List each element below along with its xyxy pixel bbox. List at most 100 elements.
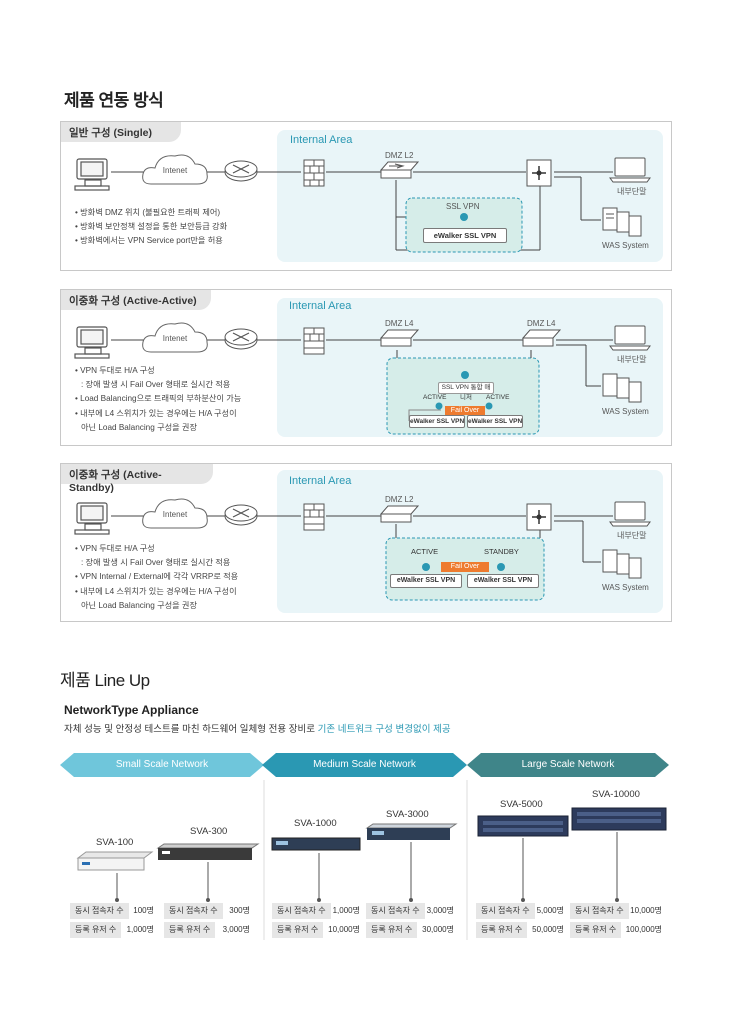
lineup-subtitle: NetworkType Appliance [64, 703, 199, 717]
router-icon [224, 328, 258, 350]
internet-label: Intenet [162, 166, 188, 175]
dmz-label: DMZ L2 [385, 151, 414, 160]
device-sva-1000 [271, 837, 361, 851]
server-icon [602, 549, 642, 579]
model-name: SVA-5000 [500, 799, 543, 810]
internet-label: Intenet [162, 334, 188, 343]
internal-area-title: Internal Area [289, 300, 352, 312]
pc-icon [74, 502, 110, 535]
internal-area-title: Internal Area [290, 134, 353, 146]
bullet-list: • 방화벽 DMZ 위치 (불필요한 트래픽 제어) • 방화벽 보안정책 설정… [75, 206, 227, 249]
model-name: SVA-300 [190, 826, 228, 837]
switch-icon [379, 161, 420, 179]
panel-tab-active-standby: 이중화 구성 (Active-Standby) [61, 464, 213, 494]
panel-active-active: 이중화 구성 (Active-Active) Internal Area [60, 289, 672, 446]
bullet-item: • 방화벽 DMZ 위치 (불필요한 트래픽 제어) [75, 208, 221, 217]
pc-icon [74, 158, 110, 191]
device-sva-300 [156, 843, 260, 860]
laptop-icon [609, 157, 651, 183]
laptop-icon [609, 325, 651, 351]
cloud-icon [142, 498, 208, 529]
terminal-label: 내부단말 [617, 355, 647, 364]
vpn-device: eWalker SSL VPN [390, 574, 462, 588]
bullet-item: • 내부에 L4 스위치가 있는 경우에는 H/A 구성이 [75, 408, 237, 418]
device-sva-100 [76, 851, 154, 871]
device-sva-3000 [365, 823, 458, 840]
panel-tab-single: 일반 구성 (Single) [61, 122, 181, 142]
vpn-device: eWalker SSL VPN [467, 574, 539, 588]
banner-small: Small Scale Network [115, 759, 209, 770]
standby-label: STANDBY [484, 547, 519, 556]
vpn-device: eWalker SSL VPN [409, 415, 465, 428]
server-icon [602, 207, 642, 237]
was-label: WAS System [602, 583, 649, 592]
panel-tab-active-active: 이중화 구성 (Active-Active) [61, 290, 211, 310]
router-icon [224, 160, 258, 182]
bullet-item: : 장애 발생 시 Fail Over 형태로 실시간 적용 [81, 558, 231, 568]
model-name: SVA-10000 [592, 789, 640, 800]
desc-highlight: 기존 네트워크 구성 변경없이 제공 [317, 724, 451, 735]
was-label: WAS System [602, 407, 649, 416]
section-title-lineup: 제품 Line Up [60, 671, 150, 690]
bullet-list: • VPN 두대로 H/A 구성 : 장애 발생 시 Fail Over 형태로… [75, 542, 238, 613]
bullet-item: 아닌 Load Balancing 구성을 권장 [81, 600, 198, 610]
cloud-icon [142, 322, 208, 353]
laptop-icon [609, 501, 651, 527]
active-label: ACTIVE [486, 394, 510, 401]
desc-text: 자체 성능 및 안정성 테스트를 마친 하드웨어 일체형 전용 장비로 [64, 724, 318, 735]
terminal-label: 내부단말 [617, 531, 647, 540]
firewall-icon [303, 327, 325, 355]
vpn-manager: SSL VPN 통합 매니저 [438, 382, 494, 401]
bullet-item: • 방화벽 보안정책 설정을 통한 보안등급 강화 [75, 222, 228, 232]
server-icon [602, 373, 642, 403]
pc-icon [74, 326, 110, 359]
internal-area-title: Internal Area [289, 475, 352, 487]
dmz-label: DMZ L4 [527, 319, 556, 328]
cloud-icon [142, 154, 208, 185]
banner-large: Large Scale Network [521, 759, 615, 770]
banner-medium: Medium Scale Network [313, 759, 416, 770]
dmz-label: DMZ L4 [385, 319, 414, 328]
core-switch-icon [526, 159, 552, 187]
failover-arrow: Fail Over [441, 562, 489, 572]
vpn-device: eWalker SSL VPN [423, 228, 507, 243]
panel-active-standby: 이중화 구성 (Active-Standby) Internal Area [60, 463, 672, 622]
was-label: WAS System [602, 241, 649, 250]
section-title-integration: 제품 연동 방식 [64, 91, 164, 110]
switch-icon [379, 505, 420, 523]
switch-icon [379, 329, 420, 347]
model-name: SVA-1000 [294, 818, 337, 829]
panel-single: 일반 구성 (Single) Internal Area [60, 121, 672, 271]
active-label: ACTIVE [423, 394, 447, 401]
terminal-label: 내부단말 [617, 187, 647, 196]
topology-lines [74, 322, 651, 435]
switch-icon [521, 329, 562, 347]
internet-label: Intenet [162, 510, 188, 519]
bullet-item: • 방화벽에서는 VPN Service port만을 허용 [75, 236, 223, 246]
device-sva-10000 [571, 807, 667, 831]
vpn-device: eWalker SSL VPN [467, 415, 523, 428]
dmz-label: DMZ L2 [385, 495, 414, 504]
firewall-icon [303, 159, 325, 187]
bullet-item: : 장애 발생 시 Fail Over 형태로 실시간 적용 [81, 380, 231, 390]
lineup-description: 자체 성능 및 안정성 테스트를 마친 하드웨어 일체형 전용 장비로 기존 네… [64, 721, 451, 735]
model-name: SVA-3000 [386, 809, 429, 820]
active-label: ACTIVE [411, 547, 439, 556]
bullet-list: • VPN 두대로 H/A 구성 : 장애 발생 시 Fail Over 형태로… [75, 364, 241, 435]
model-name: SVA-100 [96, 837, 134, 848]
bullet-item: 아닌 Load Balancing 구성을 권장 [81, 422, 198, 432]
core-switch-icon [526, 503, 552, 531]
bullet-item: • VPN 두대로 H/A 구성 [75, 366, 155, 375]
